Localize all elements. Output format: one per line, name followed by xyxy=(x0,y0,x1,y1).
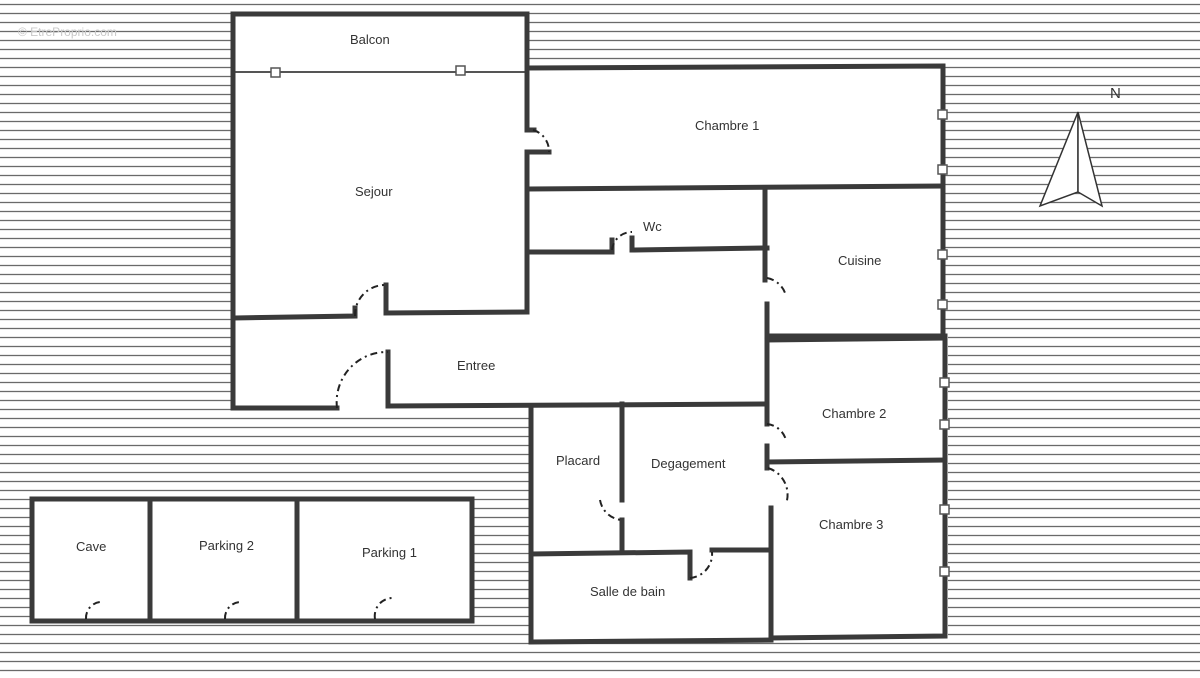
interior-fills xyxy=(30,14,948,642)
windows xyxy=(270,65,950,577)
north-arrow-icon xyxy=(1038,111,1104,208)
label-entree: Entree xyxy=(457,358,495,373)
label-wc: Wc xyxy=(643,219,662,234)
label-balcon: Balcon xyxy=(350,32,390,47)
door-swings xyxy=(84,129,789,620)
label-chambre-3: Chambre 3 xyxy=(819,517,883,532)
label-parking-2: Parking 2 xyxy=(199,538,254,553)
label-chambre-2: Chambre 2 xyxy=(822,406,886,421)
label-salle-de-bain: Salle de bain xyxy=(590,584,665,599)
label-parking-1: Parking 1 xyxy=(362,545,417,560)
label-placard: Placard xyxy=(556,453,600,468)
north-label: N xyxy=(1110,85,1121,102)
label-sejour: Sejour xyxy=(355,184,393,199)
label-cuisine: Cuisine xyxy=(838,253,881,268)
room-labels: Balcon Sejour Chambre 1 Wc Cuisine Entre… xyxy=(76,32,886,599)
label-chambre-1: Chambre 1 xyxy=(695,118,759,133)
label-cave: Cave xyxy=(76,539,106,554)
label-degagement: Degagement xyxy=(651,456,726,471)
watermark: © EtreProprio.com xyxy=(18,25,117,39)
